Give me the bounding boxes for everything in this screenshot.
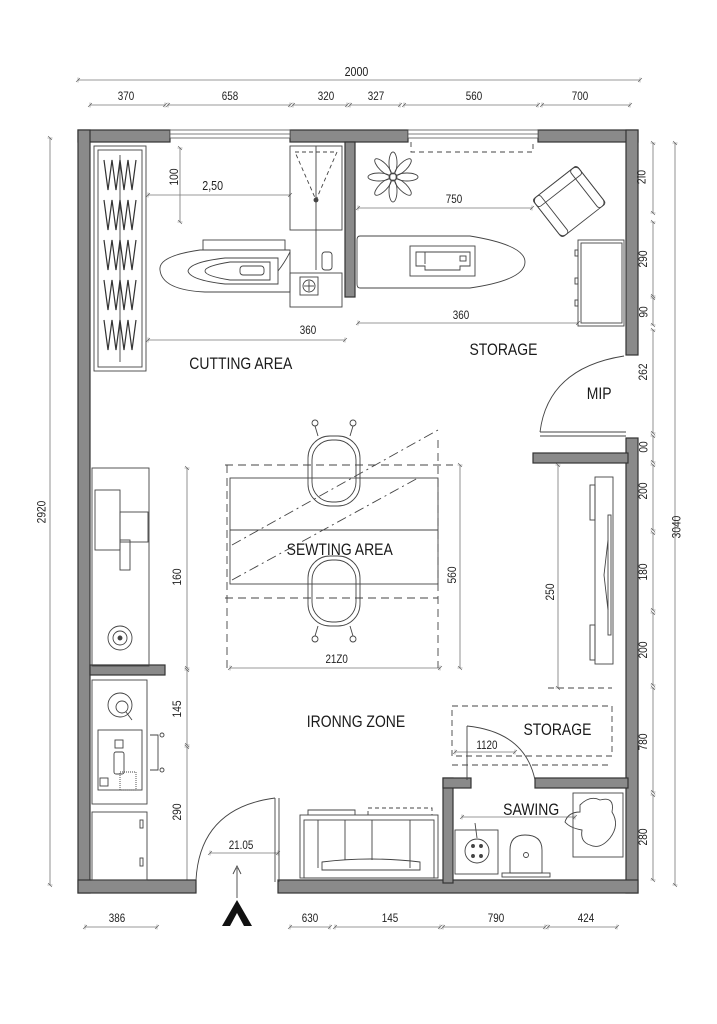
dim-bottom-5: 424 <box>577 911 595 925</box>
dim-right-3: 90 <box>636 306 651 318</box>
dim-top-1: 370 <box>117 89 135 103</box>
toilet-icon <box>501 834 551 878</box>
dim-door-width: 1120 <box>476 738 498 752</box>
shower-tray-icon <box>289 145 343 270</box>
rug-icon <box>564 792 624 858</box>
dim-bottom-1: 386 <box>108 911 126 925</box>
dim-wardrobe-height: 250 <box>543 583 558 601</box>
room-label-ironing-zone: IRONNG ZONE <box>306 712 406 731</box>
dim-right-6: 200 <box>636 482 651 500</box>
room-label-storage-top: STORAGE <box>469 340 538 359</box>
chair-icon <box>307 419 361 507</box>
cabinet-icon <box>91 811 148 881</box>
entry-arrow-icon <box>232 864 242 898</box>
dim-storage-width: 750 <box>445 192 463 206</box>
dim-right-overall: 3040 <box>669 515 684 539</box>
dim-cutting-height: 100 <box>167 168 182 186</box>
dim-top-3: 320 <box>317 89 335 103</box>
dim-top-5: 560 <box>465 89 483 103</box>
dimension-lines <box>47 77 678 930</box>
dim-top-6: 700 <box>571 89 589 103</box>
dim-bottom-3: 145 <box>381 911 399 925</box>
room-label-sewing-area: SEWTING AREA <box>286 540 393 559</box>
dim-left-inner-3: 290 <box>170 803 185 821</box>
dim-right-5: 00 <box>636 441 651 453</box>
dim-top-4: 327 <box>367 89 385 103</box>
dim-cutting-bench: 360 <box>299 323 317 337</box>
dim-right-8: 200 <box>636 641 651 659</box>
chair-icon <box>307 555 361 643</box>
sewing-machine-icon <box>356 235 526 289</box>
dim-table-width: 21Z0 <box>325 652 348 666</box>
dim-right-2: 290 <box>636 250 651 268</box>
storage-zone <box>451 705 613 766</box>
dim-left-inner-2: 145 <box>170 700 185 718</box>
iron-icon <box>187 251 291 285</box>
windows <box>169 129 539 139</box>
dim-entry-width: 21.05 <box>228 838 254 852</box>
dim-right-7: 180 <box>636 563 651 581</box>
dim-table-depth: 560 <box>445 566 460 584</box>
sofa-icon <box>299 807 439 879</box>
room-label-sawing: SAWING <box>503 800 560 819</box>
dim-bottom-2: 630 <box>301 911 319 925</box>
desk-icon <box>91 467 150 667</box>
washer-icon <box>289 251 343 308</box>
entry-door[interactable] <box>195 797 280 882</box>
dim-cutting-width: 2,50 <box>202 178 224 193</box>
dim-bottom-4: 790 <box>487 911 505 925</box>
room-label-storage-bottom: STORAGE <box>523 720 592 739</box>
dim-right-1: 2I0 <box>634 169 649 185</box>
walls <box>77 129 639 894</box>
door-mip[interactable] <box>539 355 626 437</box>
room-label-cutting-area: CUTTING AREA <box>189 354 293 373</box>
wardrobe-icon <box>548 476 614 689</box>
entry-marker-notch <box>230 913 244 926</box>
table-icon <box>225 429 453 668</box>
rack-icon <box>93 145 147 372</box>
dim-right-10: 280 <box>636 828 651 846</box>
dim-left-overall: 2920 <box>34 500 49 524</box>
plant-icon <box>367 151 419 203</box>
window-zone <box>410 142 534 153</box>
dim-right-9: 780 <box>636 733 651 751</box>
sink-icon <box>91 679 165 805</box>
dim-storage-bench: 360 <box>452 308 470 322</box>
armchair-icon <box>533 166 606 237</box>
dim-right-4: 262 <box>636 363 651 381</box>
sink-icon <box>454 822 499 875</box>
dim-top-2: 658 <box>221 89 239 103</box>
ironing-board-icon <box>159 239 291 293</box>
door-storage[interactable] <box>466 725 536 781</box>
dim-top-overall: 2000 <box>344 64 369 79</box>
cabinet-icon <box>574 239 625 327</box>
room-label-mip: MIP <box>586 384 612 403</box>
dim-left-inner-1: 160 <box>170 568 185 586</box>
